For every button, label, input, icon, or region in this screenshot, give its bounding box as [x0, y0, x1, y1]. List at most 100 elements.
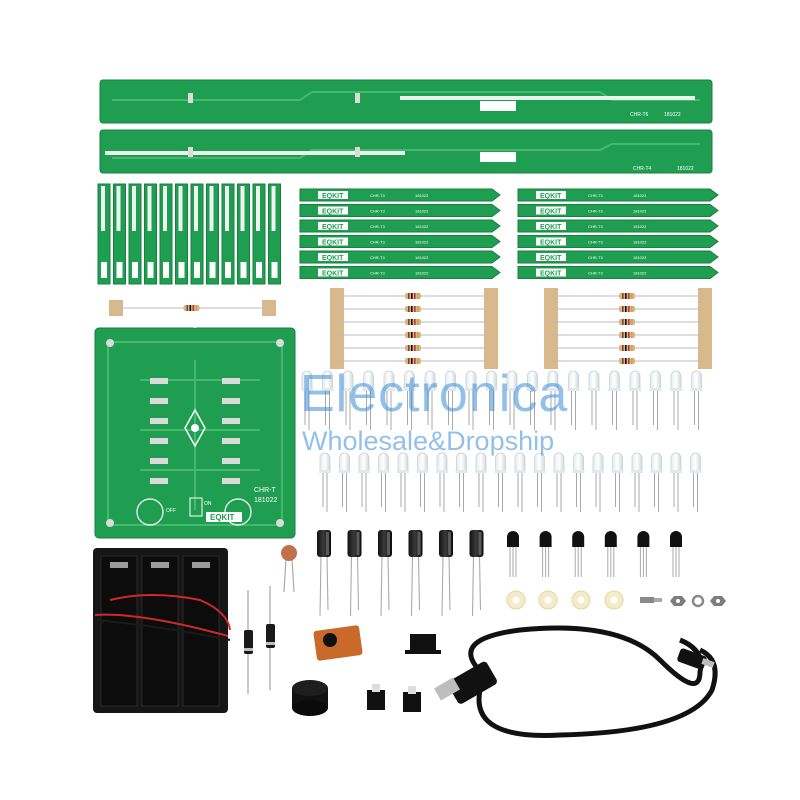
resistor — [336, 319, 490, 325]
strip-brand: EQKIT — [540, 209, 562, 216]
led — [342, 370, 354, 430]
led — [690, 370, 703, 430]
long-strip-code-bottom: 181022 — [677, 166, 694, 172]
vertical-pcb-strip — [175, 183, 188, 285]
main-pcb-code: 181022 — [254, 497, 277, 504]
resistor-groups — [109, 288, 712, 369]
led — [436, 452, 448, 512]
strip-brand: EQKIT — [540, 255, 562, 262]
resistor — [550, 345, 704, 351]
transistor — [572, 531, 585, 577]
vertical-pcb-strip — [206, 183, 219, 285]
short-pcb-strip: EQKIT CHR-T3 181022 — [299, 266, 501, 279]
strip-label: CHR-T3 — [370, 240, 385, 245]
led — [526, 370, 539, 430]
strip-label: CHR-T3 — [588, 224, 603, 229]
transistor — [604, 531, 617, 577]
switch-label-on: ON — [204, 501, 212, 507]
led — [485, 370, 498, 430]
resistor-group — [330, 288, 498, 369]
led — [689, 452, 702, 512]
electrolytic-capacitor — [317, 530, 331, 617]
strip-label: CHR-T3 — [370, 193, 385, 198]
strip-label: CHR-T3 — [588, 255, 603, 260]
strip-code: 181022 — [415, 193, 429, 198]
strip-label: CHR-T3 — [370, 271, 385, 276]
main-pcb-brand: EQKIT — [210, 513, 235, 522]
usb-cable — [433, 625, 718, 738]
strip-brand: EQKIT — [322, 209, 344, 216]
resistor — [550, 293, 704, 299]
led — [670, 370, 682, 430]
sound-module — [313, 625, 363, 661]
led — [397, 452, 409, 512]
led — [588, 370, 600, 430]
main-pcb-model: CHR-T — [254, 487, 276, 494]
resistor — [115, 305, 268, 311]
led — [465, 370, 477, 430]
transistor — [637, 531, 650, 577]
resistor — [336, 345, 490, 351]
vertical-pcb-strips — [97, 183, 281, 285]
push-button-1 — [367, 684, 385, 710]
switch-label-off: OFF — [166, 508, 176, 514]
led — [547, 370, 559, 430]
strip-label: CHR-T3 — [370, 224, 385, 229]
led — [611, 452, 624, 512]
led — [494, 452, 507, 512]
vertical-pcb-strip — [128, 183, 142, 285]
led — [424, 370, 436, 430]
screw — [640, 597, 662, 603]
led — [567, 370, 580, 430]
vertical-pcb-strip — [268, 183, 281, 285]
nylon-washer — [506, 590, 526, 610]
battery-holder — [93, 548, 231, 713]
led — [444, 370, 457, 430]
strip-code: 181022 — [633, 193, 647, 198]
led — [608, 370, 621, 430]
strip-code: 181022 — [633, 209, 647, 214]
led — [416, 452, 429, 512]
strip-brand: EQKIT — [322, 255, 344, 262]
electrolytic-capacitor — [347, 530, 362, 617]
main-pcb-board: EQKIT CHR-T 181022 OFF ON — [94, 322, 296, 539]
resistor — [336, 358, 490, 364]
resistor-group — [109, 300, 276, 316]
resistor — [336, 332, 490, 338]
strip-brand: EQKIT — [322, 271, 344, 278]
led — [533, 452, 546, 512]
led — [650, 452, 663, 512]
dc-jack — [405, 634, 441, 654]
strip-brand: EQKIT — [322, 193, 344, 200]
long-strip-brand: EQKIT — [484, 102, 509, 111]
long-pcb-strip-top: EQKIT CHR-T6 181022 — [99, 79, 713, 124]
led — [321, 370, 334, 430]
led — [301, 370, 313, 430]
diode-1 — [244, 590, 253, 694]
short-pcb-strip: EQKIT CHR-T3 181022 — [299, 188, 501, 202]
vertical-pcb-strip — [144, 183, 157, 285]
strip-brand: EQKIT — [540, 224, 562, 231]
transistors — [507, 531, 682, 577]
strip-brand: EQKIT — [540, 240, 562, 247]
resistor — [336, 293, 490, 299]
strip-label: CHR-T3 — [588, 271, 603, 276]
strip-code: 181022 — [415, 255, 429, 260]
strip-brand: EQKIT — [322, 240, 344, 247]
strip-code: 181022 — [415, 224, 429, 229]
strip-code: 181022 — [415, 271, 429, 276]
transistor — [539, 531, 552, 577]
resistor — [550, 319, 704, 325]
electrolytic-capacitor — [439, 530, 453, 617]
long-strip-label-bottom: CHR-T4 — [633, 166, 652, 172]
vertical-pcb-strip — [159, 183, 173, 285]
led — [319, 452, 331, 512]
washers — [506, 590, 624, 610]
led — [377, 452, 390, 512]
